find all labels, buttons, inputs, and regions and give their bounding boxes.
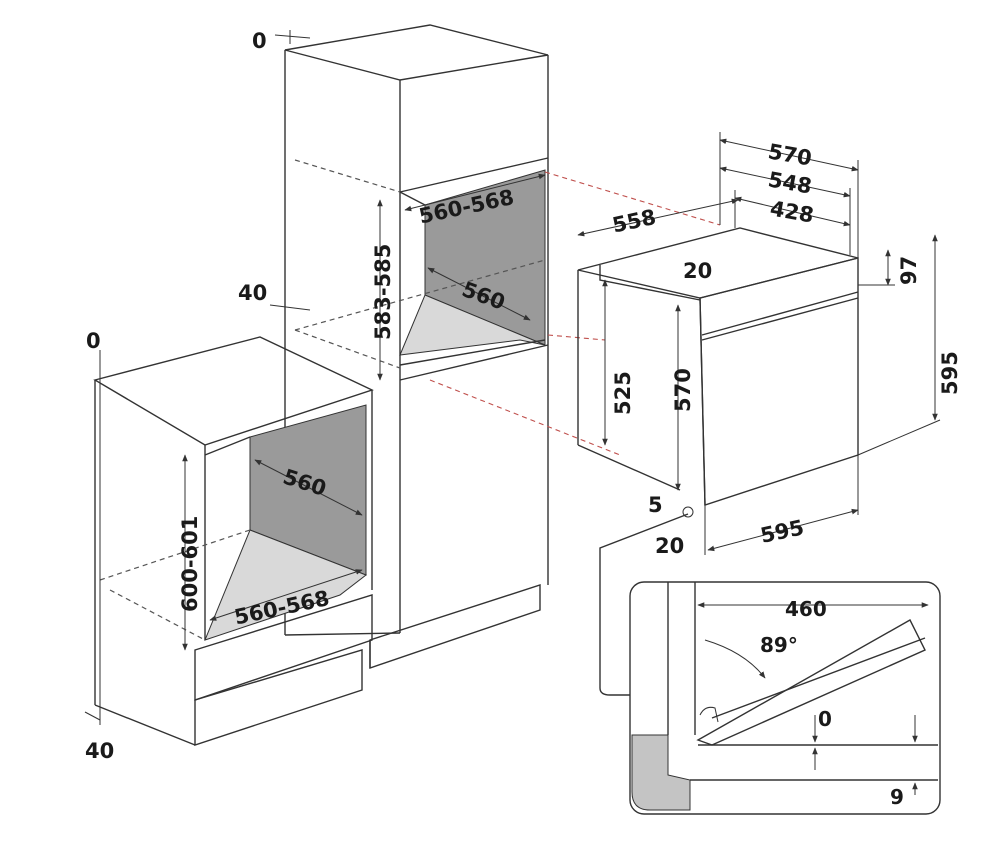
tall-side-clearance-label: 40 [238,281,267,305]
door-gap-bottom-label: 9 [890,785,904,809]
under-top-clearance-label: 0 [86,329,101,353]
oven-width-mid-label: 548 [766,167,813,198]
door-angle-label: 89° [760,633,798,657]
alignment-lines [429,171,721,456]
door-detail-callout [599,506,941,815]
tall-top-clearance-label: 0 [252,29,267,53]
under-niche-height-label: 600-601 [178,516,202,612]
oven-control-panel-height-label: 97 [897,256,921,285]
oven-front-width-label: 595 [758,515,806,548]
oven-body-inner-height-label: 570 [671,368,695,412]
tall-niche-height-label: 583-585 [371,244,395,340]
oven-width-inner-label: 428 [768,196,815,227]
oven-bottom-offset-label: 20 [655,534,684,558]
oven-side-height-label: 525 [611,371,635,415]
dimension-lines [84,30,941,795]
oven [577,227,859,506]
under-counter-cabinet [93,336,374,746]
oven-front-offset-label: 20 [683,259,712,283]
door-gap-top-label: 0 [818,707,832,731]
door-opening-width-label: 460 [785,597,827,621]
oven-width-total-label: 570 [766,139,813,170]
oven-bottom-gap-label: 5 [648,493,663,517]
oven-body-height-label: 595 [938,351,962,395]
oven-depth-label: 558 [610,205,658,238]
under-bottom-clearance-label: 40 [85,739,114,763]
